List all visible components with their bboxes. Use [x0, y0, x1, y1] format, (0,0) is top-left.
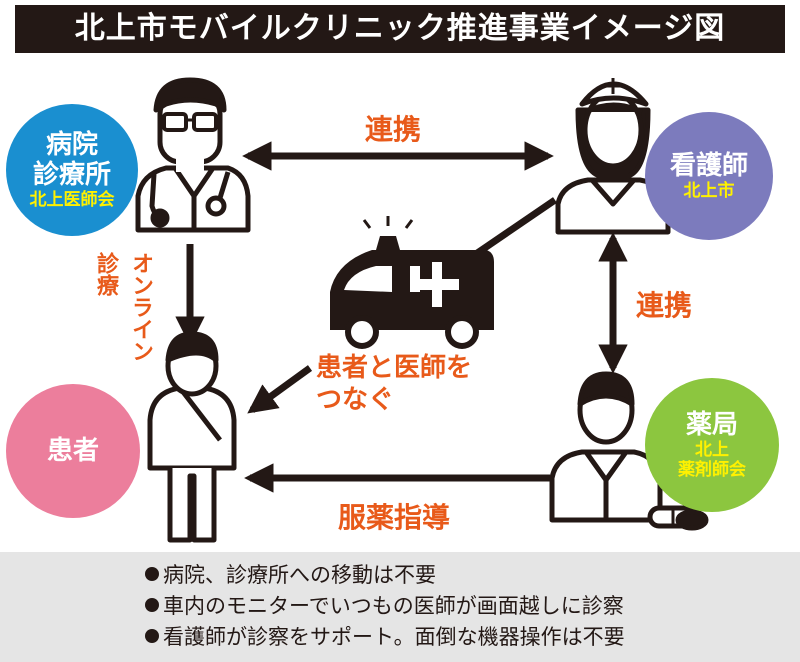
online-label-a: オンライン: [128, 252, 153, 362]
pharmacist-icon: [549, 371, 709, 531]
note-item: 病院、診療所への移動は不要: [145, 560, 800, 591]
online-label-b: 診療: [93, 252, 118, 296]
note-text: 車内のモニターでいつもの医師が画面越しに診察: [163, 594, 624, 618]
diagram-artwork: [135, 77, 709, 543]
note-item: 車内のモニターでいつもの医師が画面越しに診察: [145, 591, 800, 622]
arrow-ambulance-patient: [247, 365, 313, 414]
line-nurse-ambulance: [468, 197, 557, 261]
guidance-label: 服薬指導: [338, 501, 451, 534]
hospital-label-2: 診療所: [32, 160, 111, 190]
pharmacy-label: 薬局: [685, 410, 738, 440]
pharmacy-circle: 薬局 北上 薬剤師会: [645, 378, 779, 512]
link-label-right: 連携: [636, 289, 693, 322]
nurse-org: 北上市: [683, 181, 735, 201]
note-text: 看護師が診察をサポート。面倒な機器操作は不要: [163, 625, 625, 649]
notes-panel: 病院、診療所への移動は不要 車内のモニターでいつもの医師が画面越しに診察 看護師…: [0, 552, 800, 662]
note-text: 病院、診療所への移動は不要: [163, 563, 436, 587]
bullet-icon: [145, 567, 159, 581]
patient-icon: [147, 331, 237, 543]
nurse-icon: [555, 78, 671, 235]
bullet-icon: [145, 598, 159, 612]
nurse-label: 看護師: [669, 151, 748, 181]
connect-label-1: 患者と医師を: [316, 353, 473, 383]
patient-circle: 患者: [6, 384, 140, 518]
pharmacy-org-2: 薬剤師会: [678, 460, 746, 480]
connect-label-2: つなぐ: [316, 385, 395, 415]
hospital-label-1: 病院: [45, 130, 98, 160]
pharmacy-org-1: 北上: [695, 440, 729, 460]
doctor-icon: [135, 77, 251, 233]
nurse-circle: 看護師 北上市: [645, 112, 773, 240]
page-title: 北上市モバイルクリニック推進事業イメージ図: [15, 5, 785, 53]
patient-label: 患者: [46, 436, 99, 466]
ambulance-icon: [330, 216, 494, 349]
link-label-top: 連携: [365, 113, 422, 146]
connect-label: 患者と医師を つなぐ: [316, 352, 472, 416]
note-item: 看護師が診察をサポート。面倒な機器操作は不要: [145, 622, 800, 653]
bullet-icon: [145, 629, 159, 643]
hospital-circle: 病院 診療所 北上医師会: [6, 104, 138, 236]
hospital-org: 北上医師会: [29, 190, 115, 210]
